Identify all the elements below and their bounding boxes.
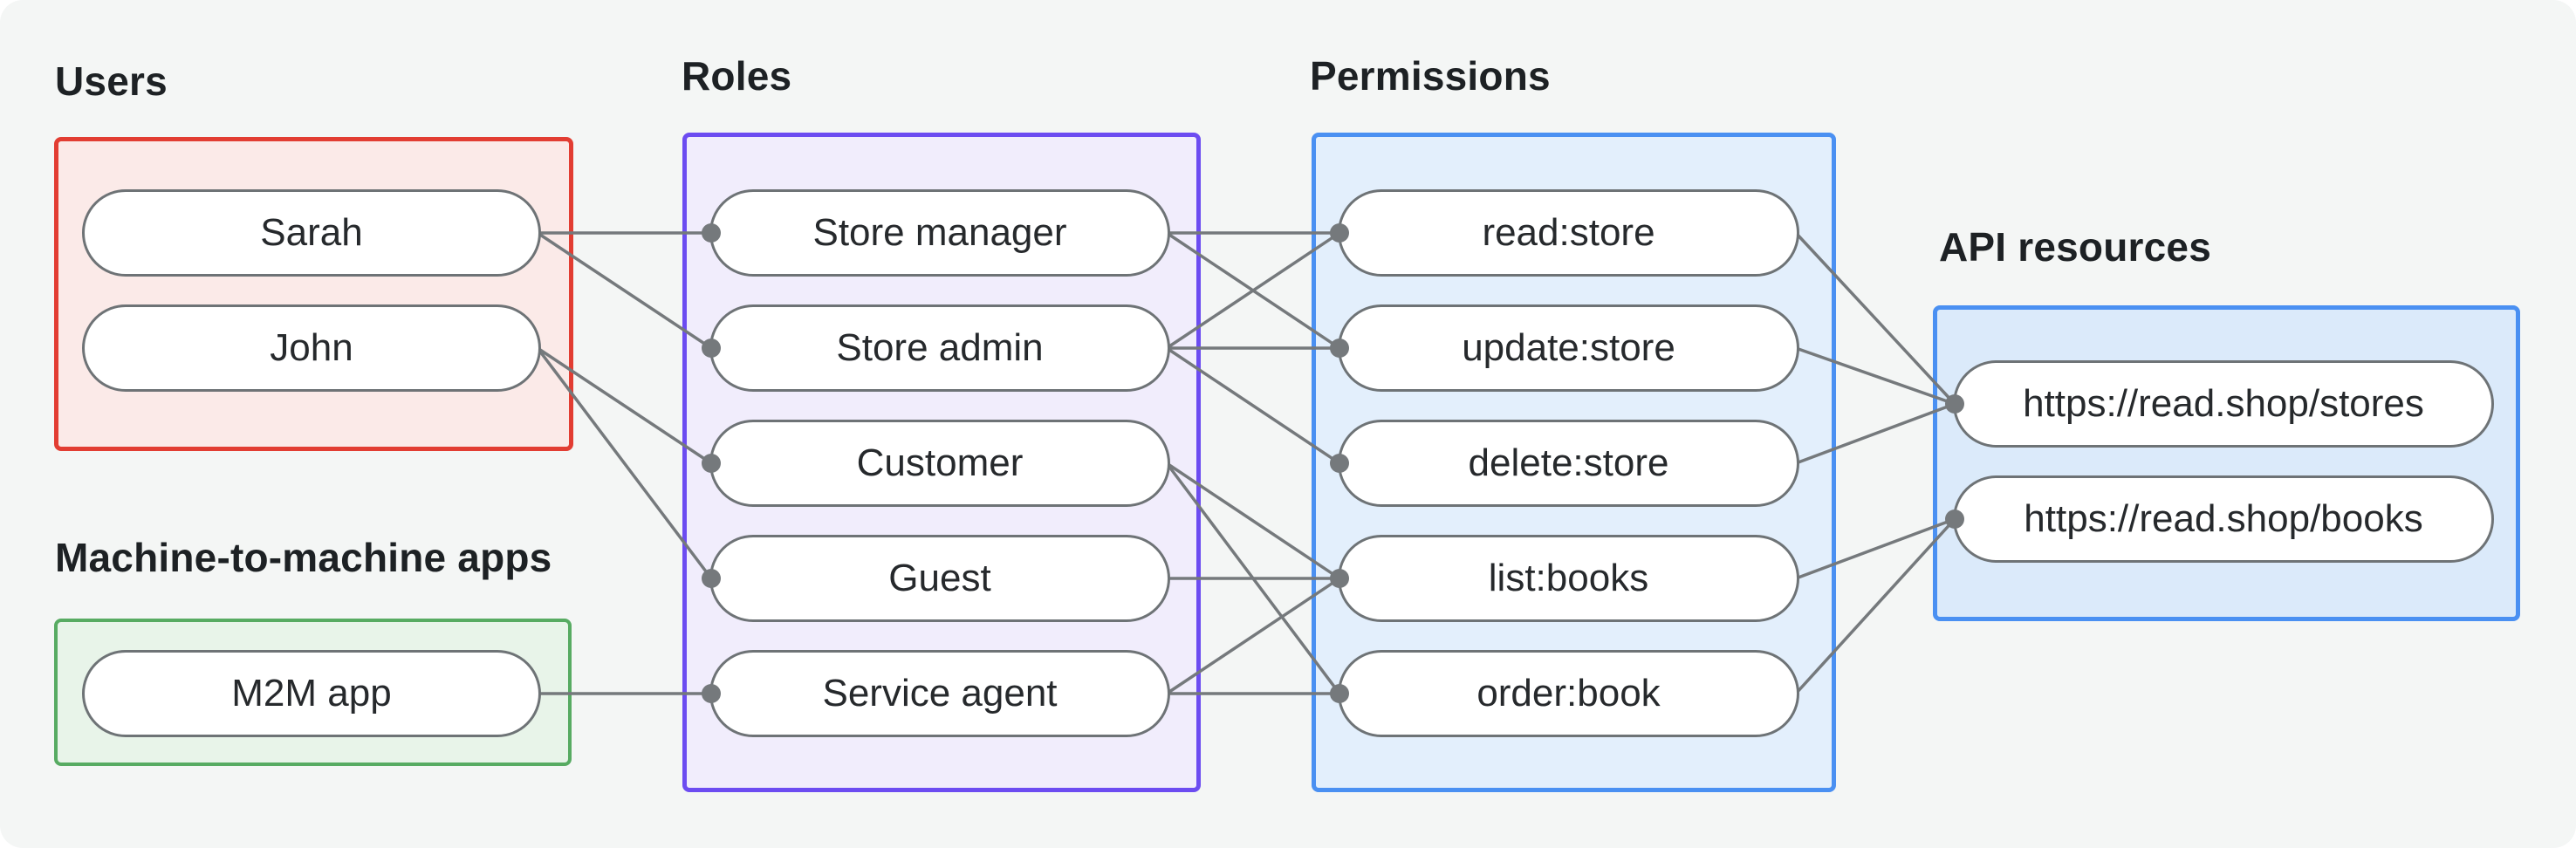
node-label: list:books — [1488, 557, 1649, 599]
node-api-resource-books: https://read.shop/books — [1953, 475, 2494, 563]
users-group-label: Users — [55, 58, 168, 104]
node-label: Customer — [856, 441, 1024, 484]
node-permission-read-store: read:store — [1338, 189, 1799, 277]
api-resources-group-box — [1933, 305, 2520, 621]
node-role-guest: Guest — [709, 535, 1170, 622]
node-m2m-app: M2M app — [82, 650, 541, 737]
node-label: Sarah — [260, 211, 363, 254]
node-label: read:store — [1482, 211, 1655, 254]
node-permission-order-book: order:book — [1338, 650, 1799, 737]
node-label: Service agent — [822, 672, 1058, 715]
node-permission-update-store: update:store — [1338, 304, 1799, 392]
node-user-john: John — [82, 304, 541, 392]
permissions-group-label: Permissions — [1310, 53, 1551, 99]
node-role-customer: Customer — [709, 420, 1170, 507]
node-label: delete:store — [1468, 441, 1669, 484]
node-api-resource-stores: https://read.shop/stores — [1953, 360, 2494, 448]
m2m-group-label: Machine-to-machine apps — [55, 535, 552, 580]
api-resources-group-label: API resources — [1939, 224, 2211, 270]
node-user-sarah: Sarah — [82, 189, 541, 277]
node-label: Guest — [888, 557, 991, 599]
node-label: John — [270, 326, 353, 369]
node-role-store-admin: Store admin — [709, 304, 1170, 392]
node-label: https://read.shop/books — [2024, 497, 2423, 540]
node-permission-delete-store: delete:store — [1338, 420, 1799, 507]
node-label: update:store — [1462, 326, 1675, 369]
node-label: https://read.shop/stores — [2023, 382, 2424, 425]
node-permission-list-books: list:books — [1338, 535, 1799, 622]
node-label: order:book — [1476, 672, 1661, 715]
node-role-service-agent: Service agent — [709, 650, 1170, 737]
roles-group-label: Roles — [682, 53, 792, 99]
node-label: Store manager — [812, 211, 1067, 254]
node-label: M2M app — [231, 672, 392, 715]
node-role-store-manager: Store manager — [709, 189, 1170, 277]
node-label: Store admin — [836, 326, 1044, 369]
users-group-box — [54, 137, 573, 451]
